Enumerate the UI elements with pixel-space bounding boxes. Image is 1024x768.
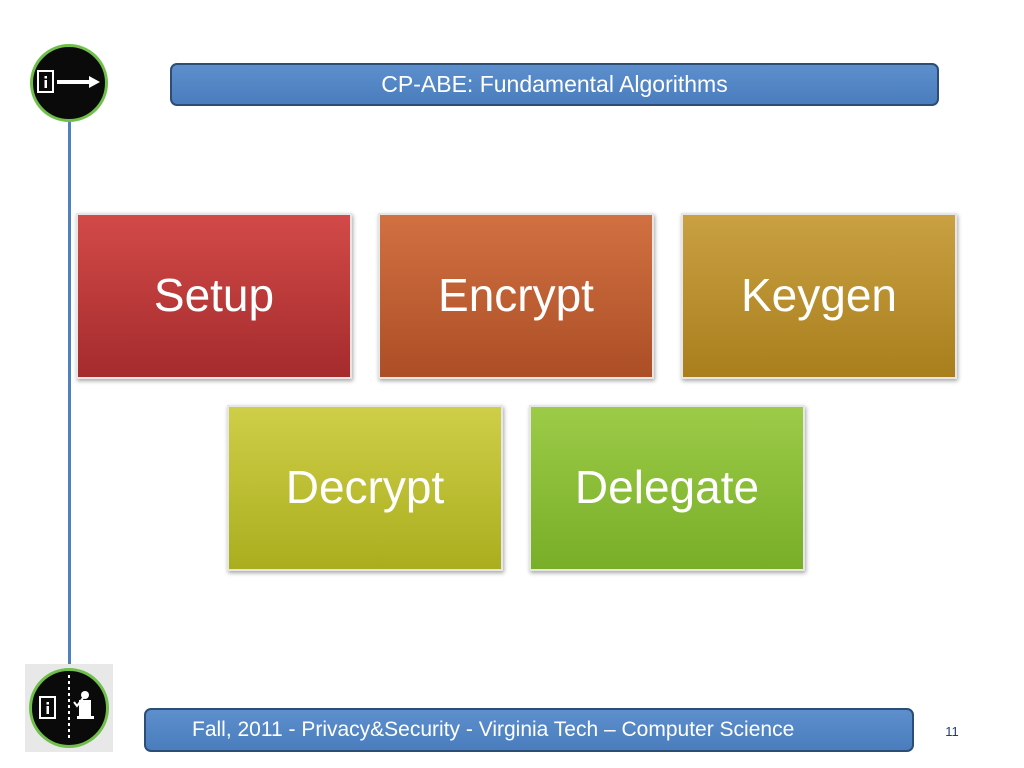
algorithm-delegate: Delegate [529, 405, 805, 571]
timeline-line [68, 120, 71, 665]
document-checkpoint-icon [29, 668, 109, 748]
footer-text: Fall, 2011 - Privacy&Security - Virginia… [192, 718, 795, 741]
algorithm-encrypt: Encrypt [378, 213, 654, 379]
slide-number: 11 [945, 724, 959, 739]
algorithm-setup: Setup [76, 213, 352, 379]
algorithm-decrypt: Decrypt [227, 405, 503, 571]
slide-title: CP-ABE: Fundamental Algorithms [170, 63, 939, 106]
document-arrow-icon [30, 44, 108, 122]
footer-bar: Fall, 2011 - Privacy&Security - Virginia… [144, 708, 914, 752]
icon-backdrop [25, 664, 113, 752]
algorithm-keygen: Keygen [681, 213, 957, 379]
